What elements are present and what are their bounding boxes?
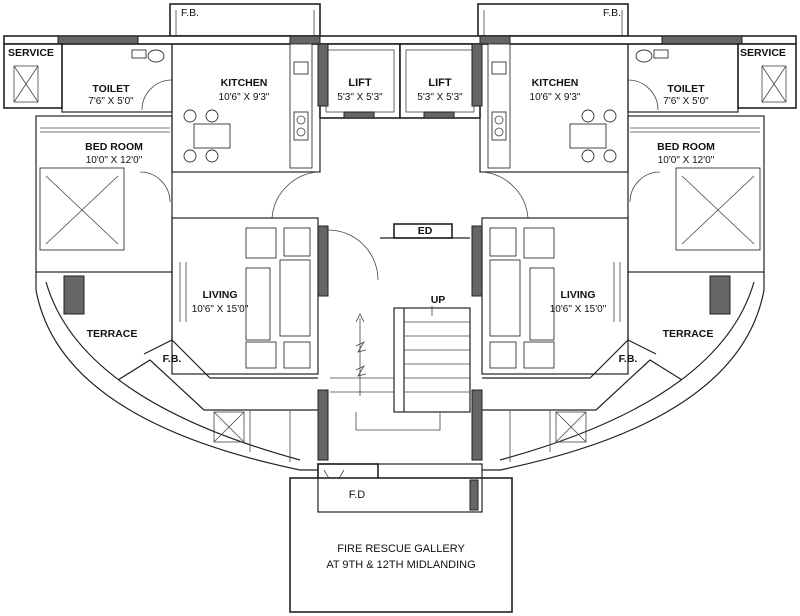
flower-bed-top-left-label: F.B. (181, 7, 199, 19)
living-left-label: LIVING (202, 289, 237, 301)
flower-bed-mid-left (143, 339, 318, 379)
flower-bed-top-right-label: F.B. (603, 7, 621, 19)
flower-bed-top-right (477, 3, 629, 37)
flower-bed-mid-right (482, 339, 657, 379)
stair-up-label: UP (431, 294, 446, 306)
terrace-left-label: TERRACE (87, 328, 138, 340)
electric-duct-label: ED (418, 225, 433, 237)
lift-left-label: LIFT (348, 77, 371, 89)
bedroom-left-label: BED ROOM (85, 141, 143, 153)
living-left-dim: 10'6" X 15'0" (192, 304, 249, 315)
lift-left-dim: 5'3" X 5'3" (337, 92, 383, 103)
lift-right-shaft (399, 43, 481, 119)
kitchen-left-dim: 10'6" X 9'3" (219, 92, 270, 103)
lift-right-dim: 5'3" X 5'3" (417, 92, 463, 103)
staircase (393, 307, 471, 413)
terrace-left (35, 272, 318, 471)
flower-bed-mid-left-label: F.B. (163, 353, 182, 365)
bedroom-left (35, 115, 173, 273)
lift-right-label: LIFT (428, 77, 451, 89)
bedroom-right (627, 115, 765, 273)
toilet-left-dim: 7'6" X 5'0" (88, 96, 134, 107)
living-right-dim: 10'6" X 15'0" (550, 304, 607, 315)
flower-bed-mid-right-label: F.B. (619, 353, 638, 365)
bedroom-left-dim: 10'0" X 12'0" (86, 155, 143, 166)
kitchen-right-dim: 10'6" X 9'3" (530, 92, 581, 103)
bedroom-right-label: BED ROOM (657, 141, 715, 153)
terrace-right (482, 272, 765, 471)
kitchen-left-label: KITCHEN (221, 77, 268, 89)
toilet-left-label: TOILET (92, 83, 130, 95)
gallery-label-line2: AT 9TH & 12TH MIDLANDING (326, 559, 475, 571)
toilet-right-label: TOILET (667, 83, 705, 95)
living-right-label: LIVING (560, 289, 595, 301)
flower-bed-top-left (169, 3, 321, 37)
service-left-label: SERVICE (8, 47, 54, 59)
terrace-right-label: TERRACE (663, 328, 714, 340)
fire-duct-label: F.D (349, 489, 366, 501)
bedroom-right-dim: 10'0" X 12'0" (658, 155, 715, 166)
lift-left-shaft (319, 43, 401, 119)
kitchen-right-label: KITCHEN (532, 77, 579, 89)
toilet-right-dim: 7'6" X 5'0" (663, 96, 709, 107)
gallery-label-line1: FIRE RESCUE GALLERY (337, 543, 465, 555)
service-right-label: SERVICE (740, 47, 786, 59)
